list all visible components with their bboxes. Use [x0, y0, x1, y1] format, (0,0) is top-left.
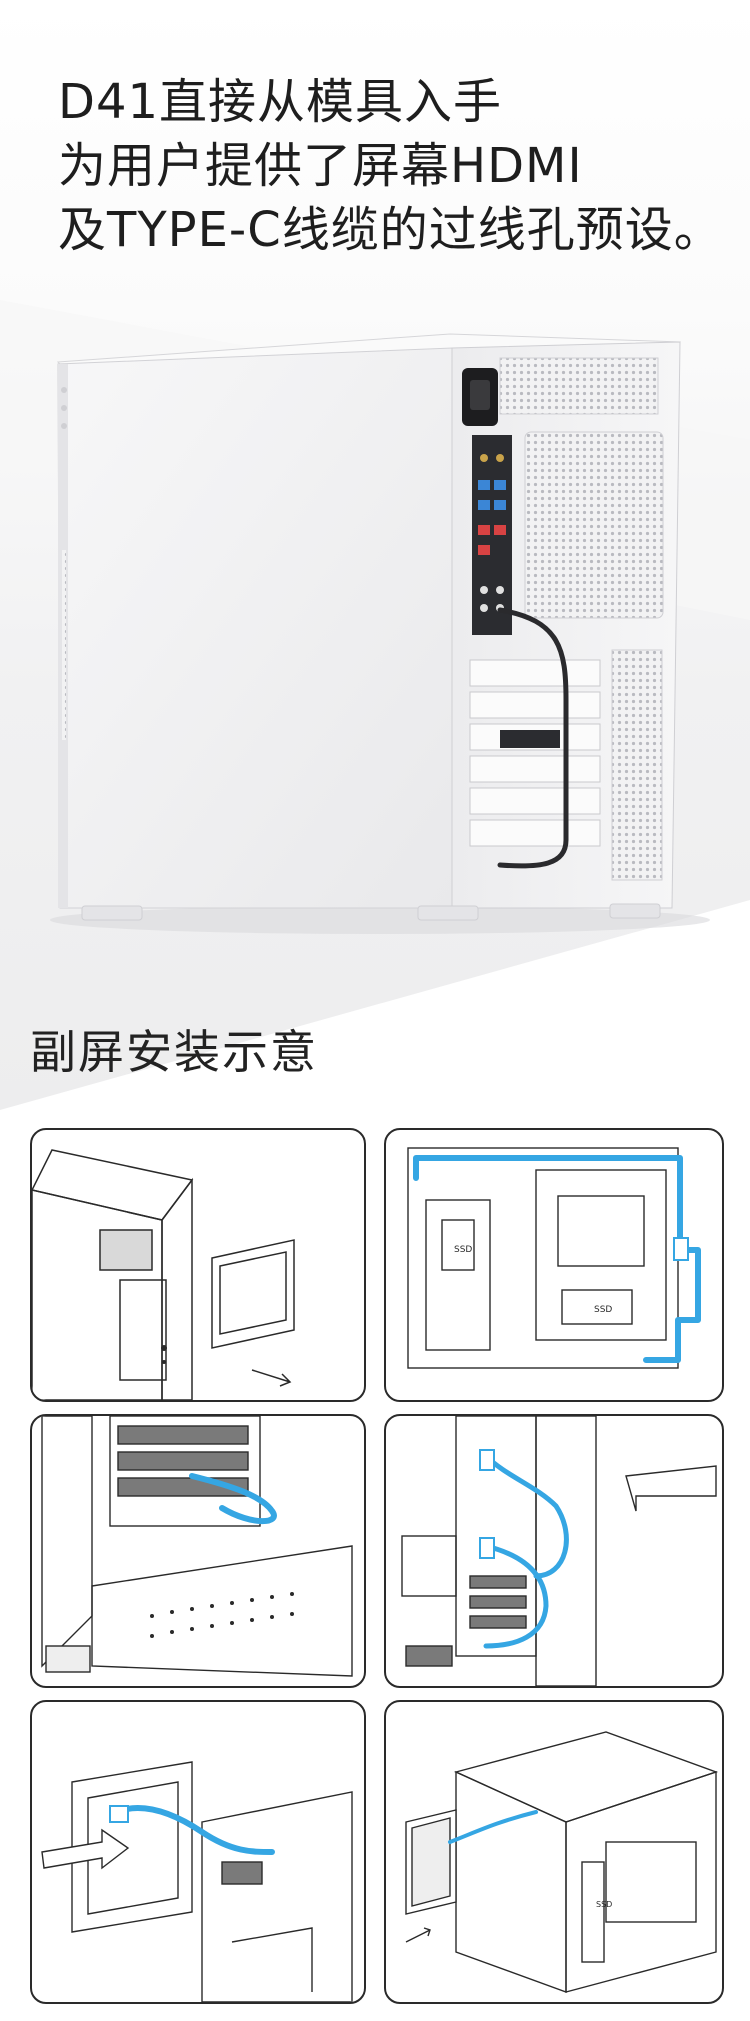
- rear-pcie-cable-illustration: [41, 1416, 353, 1677]
- headline-line-2: 为用户提供了屏幕HDMI: [58, 138, 583, 194]
- diagram-panel-1: [30, 1128, 366, 1402]
- pc-case-rear-illustration: [50, 333, 710, 934]
- diagram-panel-4: [384, 1414, 724, 1688]
- diagram-panel-5: [30, 1700, 366, 2004]
- cable-routing-side-illustration: SSD SSD: [407, 1147, 701, 1369]
- diagram-panel-3: [30, 1414, 366, 1688]
- ssd-label-top: SSD: [454, 1245, 472, 1255]
- headline: D41直接从模具入手 为用户提供了屏幕HDMI 及TYPE-C线缆的过线孔预设。: [58, 70, 723, 262]
- section-title: 副屏安装示意: [30, 1025, 318, 1079]
- headline-line-3: 及TYPE-C线缆的过线孔预设。: [58, 202, 723, 258]
- io-cable-connection-illustration: [401, 1416, 717, 1686]
- ssd-label-mid: SSD: [594, 1305, 612, 1315]
- screen-bracket-illustration: [41, 1761, 353, 2002]
- headline-line-1: D41直接从模具入手: [58, 74, 503, 130]
- screen-insert-illustration: [32, 1149, 295, 1400]
- assembled-case-illustration: SSD: [405, 1731, 719, 1993]
- ssd-label-bottom: SSD: [596, 1900, 612, 1909]
- diagram-panel-6: SSD: [384, 1700, 724, 2004]
- diagram-panel-2: SSD SSD: [384, 1128, 724, 1402]
